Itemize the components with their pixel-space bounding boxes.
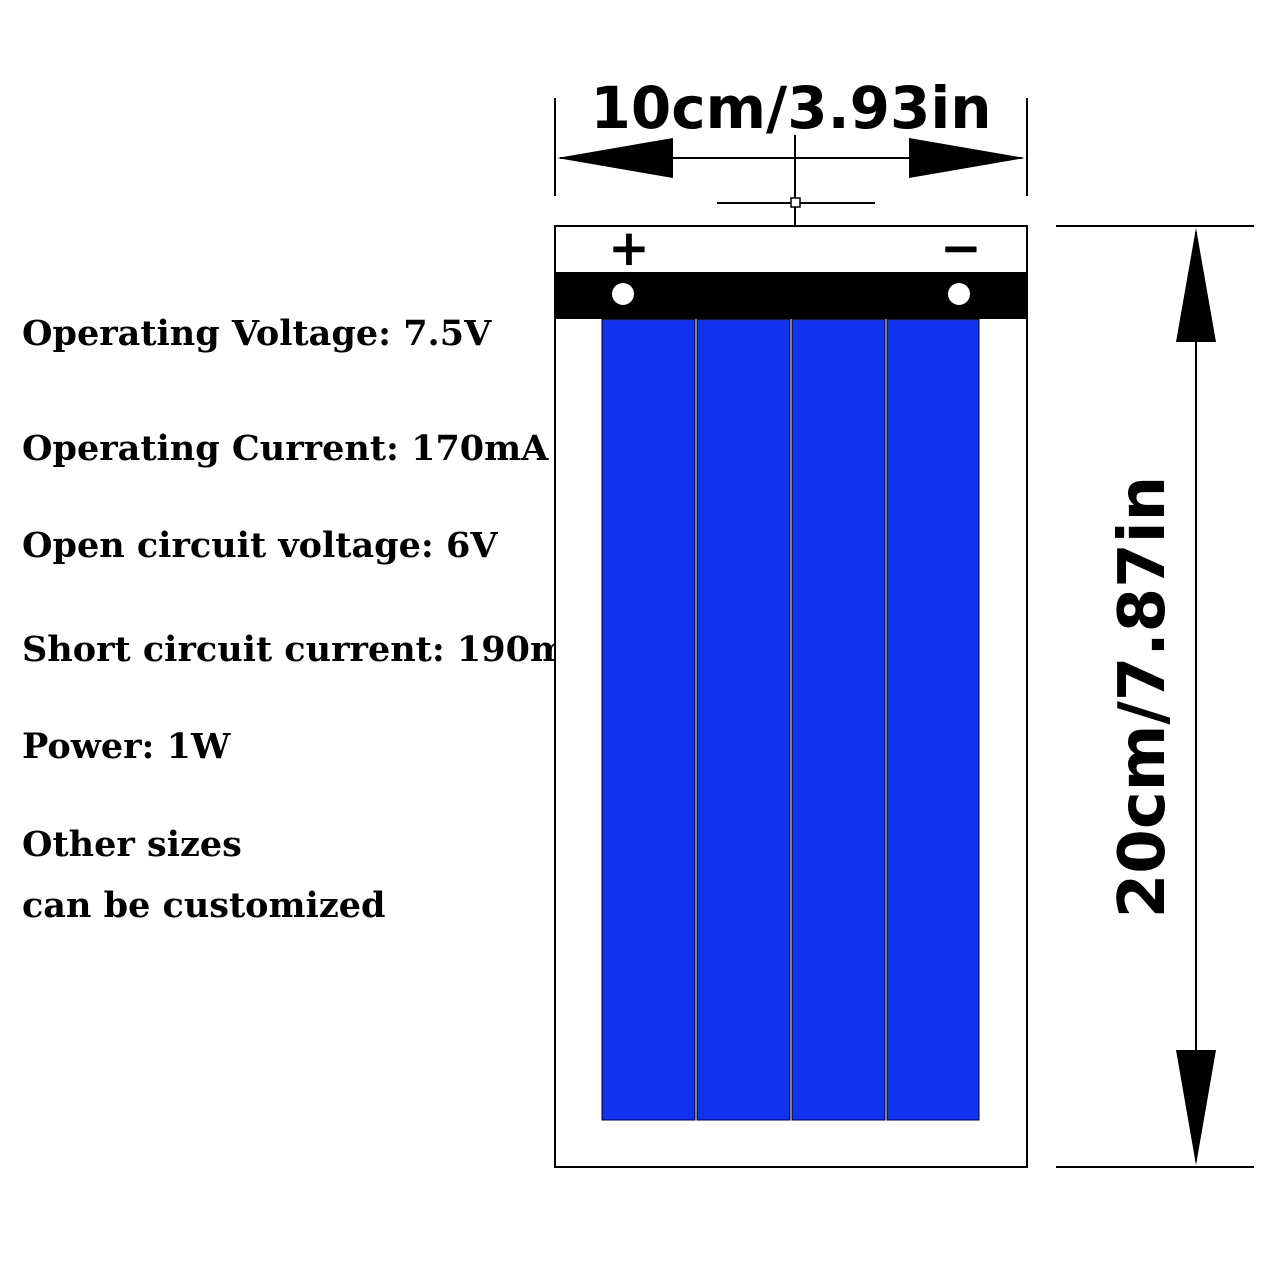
- solar-cells: [601, 318, 980, 1121]
- negative-terminal-hole: [948, 283, 970, 305]
- positive-sign: +: [608, 219, 650, 277]
- spec-operating-current: Operating Current: 170mA: [22, 428, 549, 469]
- positive-terminal-hole: [612, 283, 634, 305]
- custom-note-line2: can be customized: [22, 885, 386, 926]
- height-arrow-top: [1176, 228, 1216, 342]
- solar-cell: [791, 318, 886, 1121]
- width-dimension: 10cm/3.93in: [554, 74, 1028, 196]
- negative-sign: −: [940, 219, 982, 277]
- width-label: 10cm/3.93in: [591, 74, 992, 142]
- center-point: [790, 197, 801, 208]
- spec-short-circuit-current: Short circuit current: 190mA: [22, 629, 595, 670]
- width-arrow-right: [909, 138, 1025, 178]
- height-arrow-bottom: [1176, 1050, 1216, 1165]
- width-arrow-left: [557, 138, 673, 178]
- solar-cell: [696, 318, 791, 1121]
- spec-open-circuit-voltage: Open circuit voltage: 6V: [22, 525, 498, 566]
- height-label: 20cm/7.87in: [1106, 476, 1180, 918]
- solar-cell: [886, 318, 980, 1121]
- spec-operating-voltage: Operating Voltage: 7.5V: [22, 313, 492, 354]
- spec-power: Power: 1W: [22, 726, 231, 767]
- custom-note-line1: Other sizes: [22, 824, 242, 865]
- solar-cell: [601, 318, 696, 1121]
- height-dimension: 20cm/7.87in: [1056, 225, 1254, 1168]
